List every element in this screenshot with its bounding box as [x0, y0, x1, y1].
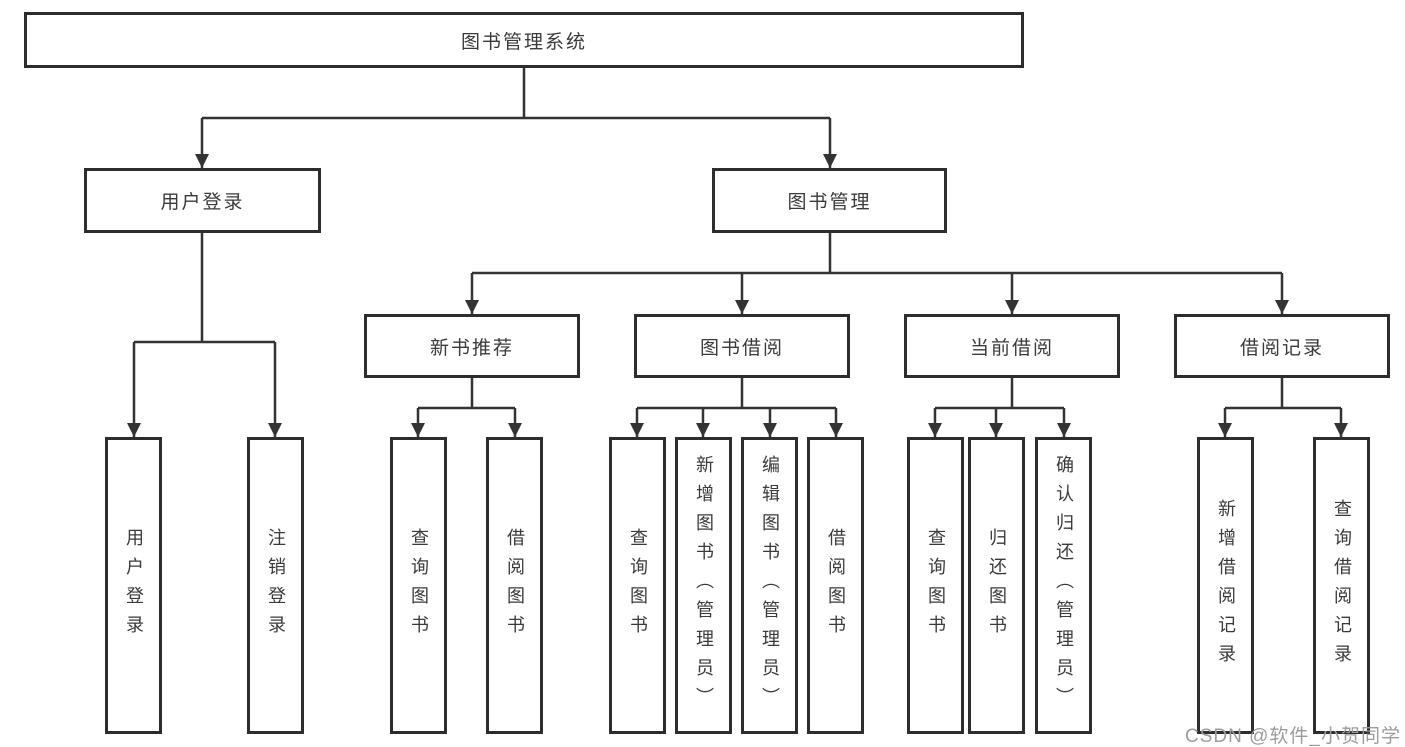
leaf-query-book-current: 查询图书	[907, 437, 964, 734]
node-book-borrow: 图书借阅	[634, 314, 850, 378]
node-label: 新增图书（管理员）	[693, 455, 714, 716]
leaf-borrow-book: 借阅图书	[807, 437, 864, 734]
wire-root-to-level2	[202, 68, 830, 120]
node-label: 借阅记录	[1239, 337, 1324, 359]
leaf-user-login: 用户登录	[105, 437, 162, 734]
wire-book-management-to-level3	[472, 233, 1282, 275]
leaf-add-borrow-record: 新增借阅记录	[1197, 437, 1254, 734]
leaf-add-book-admin: 新增图书（管理员）	[675, 437, 732, 734]
wire-current-borrow-subtree	[935, 378, 1064, 410]
node-label: 查询图书	[408, 527, 429, 644]
node-new-book-recommend: 新书推荐	[364, 314, 580, 378]
node-label: 查询借阅记录	[1331, 498, 1352, 673]
node-current-borrow: 当前借阅	[904, 314, 1120, 378]
wire-new-book-recommend-subtree	[418, 378, 515, 410]
node-book-management: 图书管理	[712, 168, 947, 233]
node-label: 确认归还（管理员）	[1053, 455, 1074, 716]
node-label: 查询图书	[627, 527, 648, 644]
node-library-management-system: 图书管理系统	[24, 12, 1024, 68]
node-label: 用户登录	[123, 527, 144, 644]
leaf-query-book-recommend: 查询图书	[390, 437, 447, 734]
leaf-query-book-borrow: 查询图书	[609, 437, 666, 734]
node-borrow-records: 借阅记录	[1174, 314, 1390, 378]
node-label: 归还图书	[986, 527, 1007, 644]
watermark: CSDN @软件_小贺同学	[1185, 726, 1401, 747]
node-label: 查询图书	[925, 527, 946, 644]
wire-book-borrow-subtree	[637, 378, 836, 410]
node-user-login: 用户登录	[84, 168, 321, 233]
node-label: 借阅图书	[825, 527, 846, 644]
node-label: 用户登录	[160, 192, 245, 213]
node-label: 图书管理	[787, 192, 872, 213]
wire-borrow-records-subtree	[1225, 378, 1341, 410]
leaf-return-book: 归还图书	[968, 437, 1025, 734]
leaf-borrow-book-recommend: 借阅图书	[486, 437, 543, 734]
leaf-confirm-return-admin: 确认归还（管理员）	[1035, 437, 1092, 734]
node-label: 新增借阅记录	[1215, 498, 1236, 673]
node-label: 新书推荐	[429, 337, 514, 359]
node-label: 当前借阅	[969, 337, 1054, 359]
node-label: 编辑图书（管理员）	[759, 455, 780, 716]
leaf-query-borrow-record: 查询借阅记录	[1313, 437, 1370, 734]
node-label: 图书借阅	[699, 337, 784, 359]
wire-user-login-subtree	[134, 233, 275, 344]
node-label: 借阅图书	[504, 527, 525, 644]
leaf-edit-book-admin: 编辑图书（管理员）	[741, 437, 798, 734]
node-label: 图书管理系统	[460, 31, 587, 53]
leaf-logout: 注销登录	[247, 437, 304, 734]
node-label: 注销登录	[265, 527, 286, 644]
